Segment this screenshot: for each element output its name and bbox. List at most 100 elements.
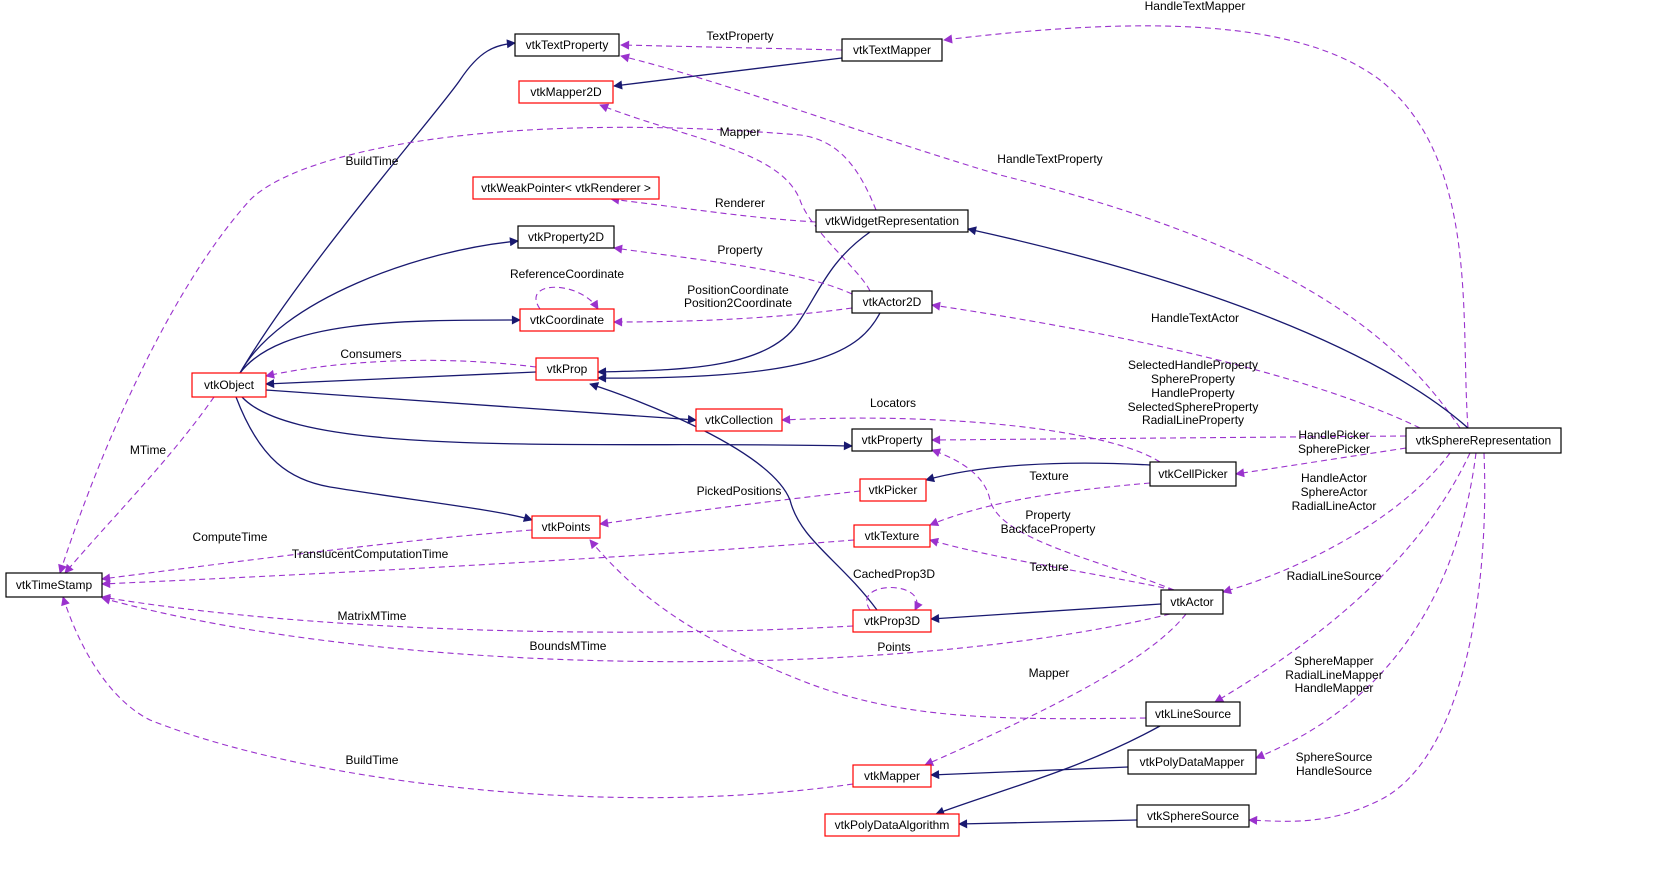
edge-label: Property	[1025, 508, 1070, 522]
node-box[interactable]	[824, 813, 960, 837]
edge-vtkTimeStamp-to-vtkActor	[101, 595, 1171, 663]
edge-vtkTimeStamp-to-vtkTexture	[101, 539, 855, 589]
node-vtkMapper2D[interactable]: vtkMapper2D	[518, 80, 614, 104]
node-vtkProp[interactable]: vtkProp	[535, 357, 599, 381]
node-box[interactable]	[514, 33, 620, 57]
node-vtkProperty2D[interactable]: vtkProperty2D	[517, 225, 615, 249]
node-vtkTimeStamp[interactable]: vtkTimeStamp	[5, 572, 103, 598]
node-box[interactable]	[472, 176, 660, 200]
edge-vtkPolyDataAlgorithm-to-vtkSphereSource	[958, 819, 1138, 829]
node-label: vtkProperty	[862, 433, 923, 447]
node-vtkSphereRepresentation[interactable]: vtkSphereRepresentation	[1405, 427, 1562, 454]
node-label: vtkLineSource	[1155, 707, 1231, 721]
edge-vtkObject-to-vtkProp	[265, 359, 537, 379]
node-vtkMapper[interactable]: vtkMapper	[852, 764, 932, 788]
edge-vtkProp3D-to-vtkProp3D	[866, 587, 923, 611]
node-vtkObject[interactable]: vtkObject	[191, 372, 267, 398]
edge-label: HandlePicker	[1298, 428, 1369, 442]
node-vtkTextProperty[interactable]: vtkTextProperty	[514, 33, 620, 57]
node-label: vtkPolyDataMapper	[1140, 755, 1245, 769]
edge-label: ComputeTime	[193, 530, 268, 544]
edge-label: SphereSource	[1296, 750, 1373, 764]
node-box[interactable]	[841, 38, 943, 62]
node-box[interactable]	[859, 478, 927, 502]
node-vtkWidgetRepresentation[interactable]: vtkWidgetRepresentation	[815, 209, 969, 233]
edge-vtkWidgetRepresentation-to-vtkSphereRepresentation	[967, 226, 1469, 429]
edge-label: SelectedHandleProperty	[1128, 358, 1258, 372]
node-vtkSphereSource[interactable]: vtkSphereSource	[1136, 804, 1250, 828]
node-box[interactable]	[518, 80, 614, 104]
node-vtkPicker[interactable]: vtkPicker	[859, 478, 927, 502]
node-box[interactable]	[1405, 427, 1562, 454]
edge-vtkPicker-to-vtkCellPicker	[925, 462, 1151, 483]
nodes-layer: vtkTextProperty vtkTextMapper vtkMapper2D v…	[5, 33, 1562, 837]
edge-label: TranslucentComputationTime	[292, 547, 449, 561]
edge-label: Renderer	[715, 196, 765, 210]
node-box[interactable]	[1127, 749, 1257, 775]
node-vtkTexture[interactable]: vtkTexture	[853, 524, 931, 548]
node-box[interactable]	[191, 372, 267, 398]
node-vtkCollection[interactable]: vtkCollection	[695, 408, 783, 432]
node-vtkWeakPointer[interactable]: vtkWeakPointer< vtkRenderer >	[472, 176, 660, 200]
node-box[interactable]	[519, 308, 615, 332]
node-box[interactable]	[852, 764, 932, 788]
edge-vtkObject-to-vtkPoints	[235, 396, 533, 522]
node-vtkLineSource[interactable]: vtkLineSource	[1145, 701, 1241, 727]
node-box[interactable]	[815, 209, 969, 233]
node-label: vtkPoints	[542, 520, 591, 534]
node-vtkProp3D[interactable]: vtkProp3D	[852, 609, 932, 633]
edge-label: HandleActor	[1301, 471, 1367, 485]
node-box[interactable]	[852, 609, 932, 633]
edge-label: SphereProperty	[1151, 372, 1235, 386]
node-label: vtkPolyDataAlgorithm	[835, 818, 950, 832]
node-box[interactable]	[695, 408, 783, 432]
edge-vtkCoordinate-to-vtkCoordinate	[535, 286, 599, 310]
edge-vtkTimeStamp-to-vtkPoints	[101, 529, 533, 583]
edge-vtkTimeStamp-to-vtkWidgetRepresentation	[58, 126, 877, 574]
node-label: vtkCollection	[705, 413, 773, 427]
edge-labels-layer: TextPropertyHandleTextMapperHandleTextPr…	[130, 0, 1383, 778]
node-box[interactable]	[1160, 589, 1224, 615]
edge-label: BackfaceProperty	[1001, 522, 1096, 536]
node-box[interactable]	[531, 515, 601, 539]
node-box[interactable]	[1145, 701, 1241, 727]
edge-label: PositionCoordinate	[687, 283, 789, 297]
node-box[interactable]	[1149, 461, 1237, 487]
node-vtkTextMapper[interactable]: vtkTextMapper	[841, 38, 943, 62]
edge-vtkTimeStamp-to-vtkMapper	[61, 596, 854, 799]
node-label: vtkCoordinate	[530, 313, 604, 327]
edge-label: RadialLineProperty	[1142, 413, 1244, 427]
edge-vtkActor-to-vtkSphereRepresentation	[1222, 452, 1451, 595]
node-box[interactable]	[851, 428, 933, 452]
node-vtkCoordinate[interactable]: vtkCoordinate	[519, 308, 615, 332]
edge-vtkTextProperty-to-vtkSphereRepresentation	[620, 53, 1461, 429]
edge-label: SphereActor	[1301, 485, 1368, 499]
edge-vtkPolyDataAlgorithm-to-vtkLineSource	[935, 725, 1161, 816]
node-box[interactable]	[517, 225, 615, 249]
node-vtkPolyDataAlgorithm[interactable]: vtkPolyDataAlgorithm	[824, 813, 960, 837]
node-vtkActor2D[interactable]: vtkActor2D	[851, 290, 933, 314]
node-vtkPoints[interactable]: vtkPoints	[531, 515, 601, 539]
edge-vtkPoints-to-vtkLineSource	[589, 539, 1147, 720]
node-vtkProperty[interactable]: vtkProperty	[851, 428, 933, 452]
node-box[interactable]	[851, 290, 933, 314]
edge-vtkTextMapper-to-vtkSphereRepresentation	[943, 25, 1469, 429]
edge-vtkSphereSource-to-vtkSphereRepresentation	[1248, 452, 1486, 825]
node-vtkCellPicker[interactable]: vtkCellPicker	[1149, 461, 1237, 487]
edge-label: Texture	[1029, 469, 1069, 483]
node-box[interactable]	[535, 357, 599, 381]
edge-label: SelectedSphereProperty	[1128, 400, 1259, 414]
edges-layer	[58, 25, 1486, 829]
edge-vtkTextProperty-to-vtkTextMapper	[620, 40, 843, 51]
node-label: vtkTextProperty	[526, 38, 609, 52]
node-box[interactable]	[853, 524, 931, 548]
node-vtkPolyDataMapper[interactable]: vtkPolyDataMapper	[1127, 749, 1257, 775]
edge-label: Property	[717, 243, 762, 257]
node-vtkActor[interactable]: vtkActor	[1160, 589, 1224, 615]
node-box[interactable]	[1136, 804, 1250, 828]
node-box[interactable]	[5, 572, 103, 598]
edge-vtkActor2D-to-vtkSphereRepresentation	[931, 301, 1421, 429]
edge-label: Mapper	[1029, 666, 1070, 680]
edge-vtkCollection-to-vtkCellPicker	[781, 415, 1161, 463]
edge-label: BuildTime	[346, 154, 399, 168]
